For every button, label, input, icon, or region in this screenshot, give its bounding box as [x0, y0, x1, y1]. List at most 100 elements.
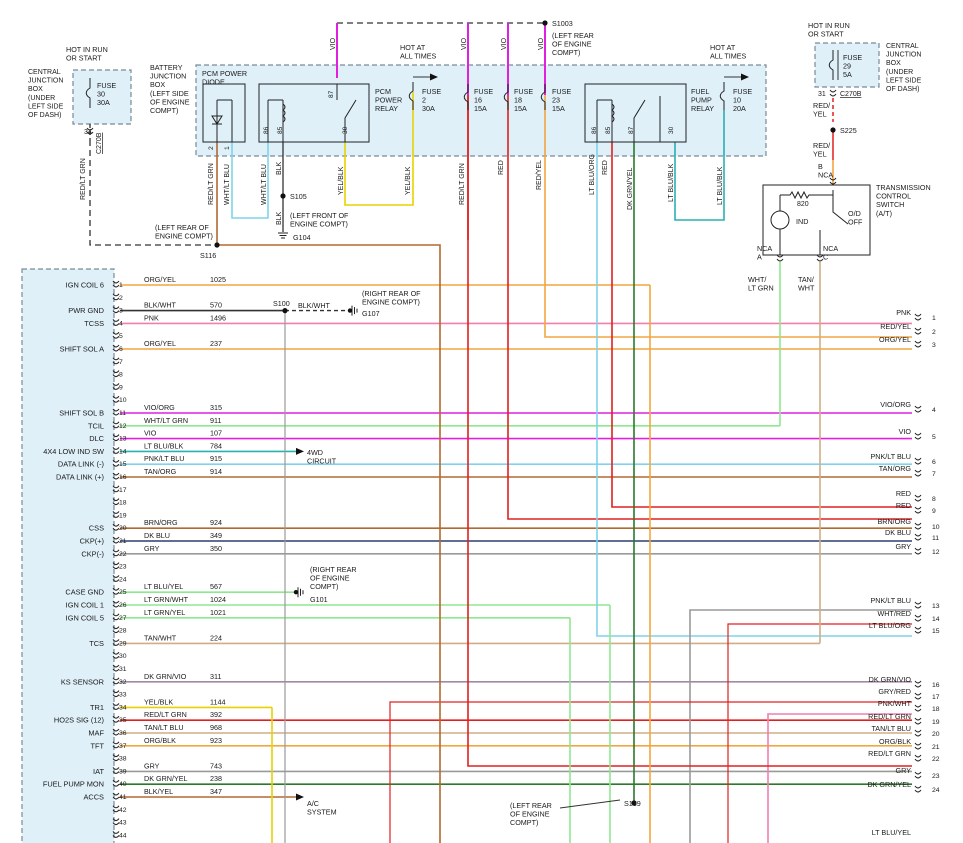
pcm-function-label: TCSS — [84, 319, 104, 328]
pcm-wire-color: LT BLU/YEL — [144, 582, 183, 591]
fuse29-label-line: 29 — [843, 62, 851, 71]
pcm-pin-connector — [112, 434, 120, 442]
right-wire-label: TAN/ORG — [879, 464, 912, 473]
4wd-circuit-label-line: CIRCUIT — [307, 457, 337, 466]
fuse10-label-line: 10 — [733, 96, 741, 105]
pcm-pin-number: 1 — [119, 282, 123, 289]
right-wire-connector — [914, 704, 922, 712]
fuse30-label-line: FUSE — [97, 81, 116, 90]
pcm-pin-number: 33 — [119, 692, 127, 699]
tcs-name-line: SWITCH — [876, 200, 904, 209]
wire-red-ltgrn-22 — [467, 30, 912, 767]
pcm-function-label: DATA LINK (+) — [56, 473, 104, 482]
pcm-function-label: DATA LINK (-) — [58, 460, 104, 469]
right-wire-number: 11 — [932, 535, 939, 542]
nca-c-connector — [816, 254, 824, 262]
pcm-pin-connector — [112, 383, 120, 390]
pcm-pin-number: 36 — [119, 730, 127, 737]
pcm-pin-connector — [112, 600, 120, 608]
wire-pnk-wht-18 — [767, 713, 912, 843]
red-yel-2-line: YEL — [813, 150, 827, 159]
pcm-pin-number: 40 — [119, 781, 127, 788]
pcm-wire-color: DK GRN/VIO — [144, 672, 187, 681]
fuel-pump-relay-label-line: PUMP — [691, 96, 712, 105]
pcm-function-label: CKP(-) — [81, 549, 104, 558]
wire-red-ltgrn-main — [216, 142, 441, 843]
od-off-label-line: O/D — [848, 209, 861, 218]
right-wire-label: WHT/RED — [877, 609, 911, 618]
pcm-circuit-number: 1144 — [210, 697, 225, 706]
right-wire-number: 15 — [932, 628, 940, 635]
pcm-pin-connector — [112, 613, 120, 621]
pcm-circuit-number: 237 — [210, 339, 222, 348]
fuse18-label-line: 15A — [514, 104, 527, 113]
pcm-pin-number: 7 — [119, 359, 123, 366]
pcm-pin-number: 38 — [119, 756, 127, 763]
fuse2-label-line: FUSE — [422, 87, 441, 96]
fuse16-label-line: FUSE — [474, 87, 493, 96]
s105-splice — [280, 193, 286, 199]
pcm-function-label: FUEL PUMP MON — [43, 780, 104, 789]
pcm-circuit-number: 743 — [210, 761, 222, 770]
vertical-wire-label: LT BLU/BLK — [717, 166, 724, 205]
pcm-circuit-number: 224 — [210, 633, 222, 642]
pcm-pin-number: 20 — [119, 525, 127, 532]
pcm-circuit-number: 924 — [210, 518, 222, 527]
pcm-pin-connector — [112, 562, 120, 570]
wire-gry-red-17 — [389, 701, 912, 843]
right-wire-label: PNK/LT BLU — [871, 452, 911, 461]
vertical-wire-label: LT BLU/ORG — [589, 154, 596, 195]
right-wire-connector — [914, 680, 922, 688]
c270b-left-connector — [86, 127, 94, 135]
pcm-pin-number: 24 — [119, 576, 127, 583]
fuse16-label-line: 16 — [474, 96, 482, 105]
vertical-wire-label: WHT/LT BLU — [261, 164, 268, 205]
right-wire-label: ORG/BLK — [879, 737, 911, 746]
s105-location-line: ENGINE COMPT) — [290, 220, 348, 229]
pcm-pin-connector — [112, 728, 120, 736]
right-wire-number: 1 — [932, 315, 936, 322]
right-wire-connector — [914, 601, 922, 609]
vio-label: VIO — [461, 37, 468, 50]
vertical-wire-label: RED — [602, 160, 609, 175]
g101-location-line: (RIGHT REAR — [310, 565, 357, 574]
pcm-pin-number: 30 — [119, 653, 127, 660]
s1003-splice — [542, 20, 548, 26]
right-wire-number: 21 — [932, 744, 940, 751]
pcm-function-label: DLC — [89, 434, 104, 443]
pcm-wire-color: BRN/ORG — [144, 518, 178, 527]
s225-label: S225 — [840, 126, 857, 135]
wire-ltblu-org-15 — [596, 142, 912, 637]
tan-wht-label-line: TAN/ — [798, 275, 814, 284]
nca-a-label-line: A — [757, 253, 762, 262]
pcm-pin-number: 34 — [119, 704, 127, 711]
pcm-pin-number: 11 — [119, 410, 126, 417]
right-wire-connector — [914, 506, 922, 514]
fuel-pump-relay-coil — [596, 99, 615, 142]
pcm-circuit-number: 1025 — [210, 275, 226, 284]
pcm-pin-connector — [112, 690, 120, 698]
pcm-wire-color: PNK/LT BLU — [144, 454, 184, 463]
fuse18-label-line: FUSE — [514, 87, 533, 96]
pcm-wire-color: ORG/YEL — [144, 275, 176, 284]
right-wire-label: DK BLU — [885, 528, 911, 537]
pcm-pin-connector — [112, 370, 120, 378]
nca-a-label-line: NCA — [757, 244, 772, 253]
fuse10-label-line: 20A — [733, 104, 746, 113]
vertical-wire-label: YEL/BLK — [338, 166, 345, 195]
right-wire-connector — [914, 432, 922, 440]
pcm-power-relay-box — [258, 83, 370, 143]
right-wire-number: 16 — [932, 682, 940, 689]
pcm-pin-connector — [112, 639, 120, 646]
fuel-pump-relay-switch — [633, 96, 661, 142]
s225-splice — [830, 127, 836, 133]
wire-yel-blk-loop — [344, 92, 414, 206]
pcm-pin-number: 23 — [119, 564, 127, 571]
vertical-wire-label: LT BLU/BLK — [668, 163, 675, 202]
pcm-pin-number: 17 — [119, 487, 127, 494]
g101-location-line: OF ENGINE — [310, 574, 350, 583]
pcm-pin-connector — [112, 792, 120, 800]
central-junction-box-right — [814, 42, 880, 88]
right-wire-connector — [914, 614, 922, 622]
right-wire-connector — [914, 754, 922, 762]
